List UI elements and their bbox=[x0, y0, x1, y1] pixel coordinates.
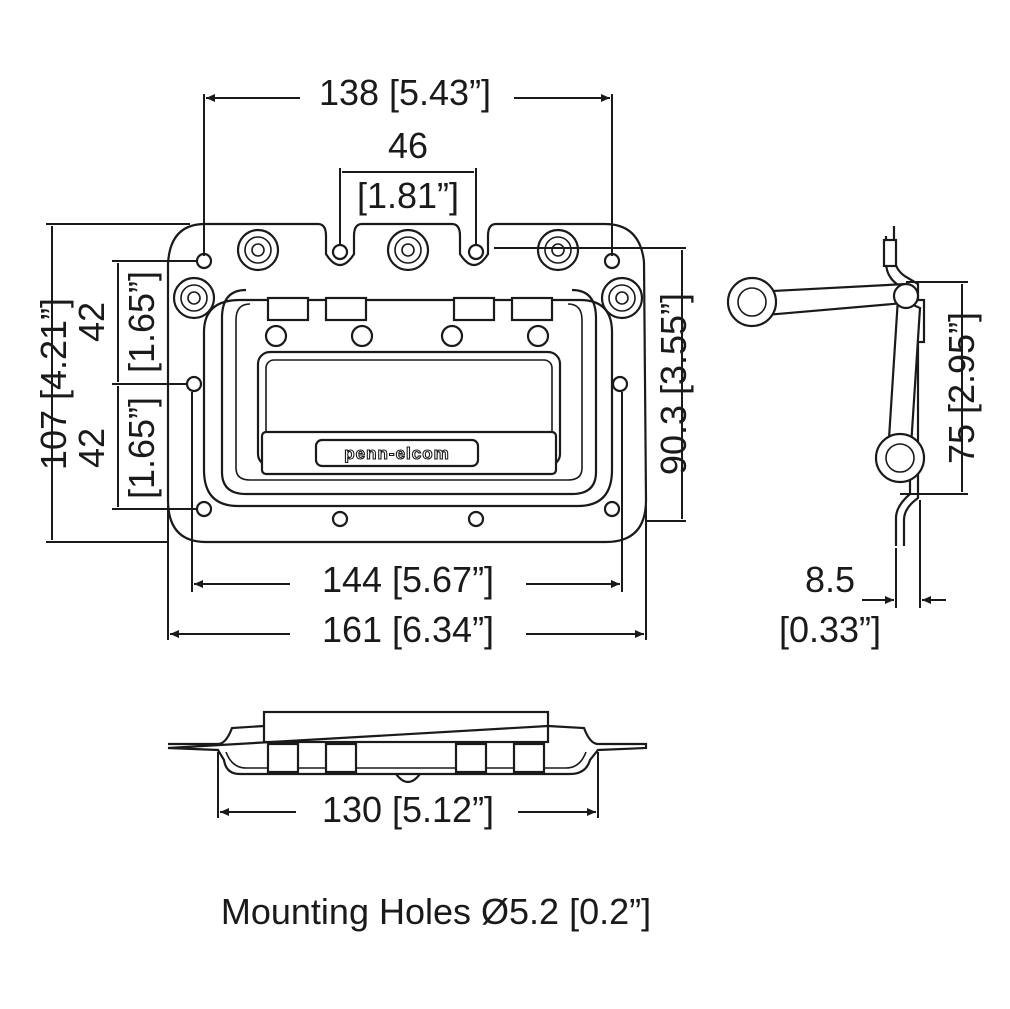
mounting-hole bbox=[331, 243, 349, 261]
mounting-hole bbox=[611, 375, 629, 393]
side-handle-end-folded-inner bbox=[885, 443, 915, 473]
mounting-hole bbox=[195, 252, 213, 270]
hinge-tab bbox=[266, 296, 310, 322]
mounting-hole bbox=[467, 510, 485, 528]
dim-overall-width-top: 138 [5.43”] bbox=[319, 72, 491, 113]
side-handle-end-folded bbox=[874, 432, 926, 484]
handle-bail-inner bbox=[235, 303, 583, 481]
dim-depth-value: 8.5 bbox=[805, 559, 855, 600]
bottom-tab bbox=[324, 742, 358, 774]
handle-bail bbox=[220, 288, 598, 496]
side-handle-open bbox=[752, 282, 918, 318]
dim-center-spacing-inch: [1.81”] bbox=[357, 175, 459, 216]
side-handle-end-inner bbox=[737, 287, 767, 317]
bottom-tab bbox=[454, 742, 488, 774]
bottom-boss bbox=[395, 773, 421, 784]
brand-logo: penn-elcom bbox=[344, 444, 449, 463]
hinge-hole bbox=[526, 324, 550, 348]
dim-side-height: 75 [2.95”] bbox=[941, 312, 982, 464]
dim-center-spacing-value: 46 bbox=[388, 125, 428, 166]
front-view: penn-elcom bbox=[166, 222, 648, 544]
mounting-hole bbox=[185, 375, 203, 393]
mounting-holes-note: Mounting Holes Ø5.2 [0.2”] bbox=[221, 891, 651, 932]
side-pivot bbox=[892, 282, 920, 310]
side-handle-end bbox=[726, 276, 778, 328]
dim-lower-pitch-mm: 42 bbox=[71, 428, 112, 468]
rivet bbox=[536, 228, 580, 272]
recess-tray bbox=[202, 298, 614, 508]
side-view bbox=[726, 226, 926, 546]
dimension-lines bbox=[46, 94, 686, 640]
hinge-hole bbox=[264, 324, 288, 348]
dim-recess-width: 130 [5.12”] bbox=[322, 789, 494, 830]
dim-lower-pitch-inch: [1.65”] bbox=[121, 397, 162, 499]
mounting-hole bbox=[195, 500, 213, 518]
dim-upper-pitch-inch: [1.65”] bbox=[121, 271, 162, 373]
rivet bbox=[236, 228, 280, 272]
dim-overall-height: 107 [4.21”] bbox=[33, 298, 74, 470]
hinge-hole bbox=[440, 324, 464, 348]
hinge-tab bbox=[324, 296, 368, 322]
bottom-dimension-lines bbox=[217, 752, 599, 818]
rivet bbox=[386, 228, 430, 272]
mounting-hole bbox=[467, 243, 485, 261]
dim-right-height: 90.3 [3.55”] bbox=[653, 293, 694, 475]
mounting-hole bbox=[603, 252, 621, 270]
hinge-tab bbox=[510, 296, 554, 322]
rivet bbox=[172, 276, 216, 320]
side-rivet bbox=[882, 238, 898, 268]
logo-plate bbox=[314, 438, 480, 468]
mounting-hole bbox=[331, 510, 349, 528]
mounting-hole bbox=[603, 500, 621, 518]
bottom-view bbox=[167, 710, 648, 784]
bottom-grip bbox=[262, 710, 550, 744]
bottom-flange bbox=[167, 724, 648, 776]
dim-flange-width: 161 [6.34”] bbox=[322, 609, 494, 650]
bottom-tab bbox=[512, 742, 546, 774]
bottom-bowl-inner bbox=[225, 751, 587, 769]
dim-upper-pitch-mm: 42 bbox=[71, 302, 112, 342]
dim-hole-width: 144 [5.67”] bbox=[322, 559, 494, 600]
bottom-tab bbox=[266, 742, 300, 774]
rivet bbox=[600, 276, 644, 320]
dim-depth-inch: [0.33”] bbox=[779, 609, 881, 650]
side-dimension-lines bbox=[862, 281, 968, 608]
hinge-tab bbox=[452, 296, 496, 322]
hinge-hole bbox=[350, 324, 374, 348]
